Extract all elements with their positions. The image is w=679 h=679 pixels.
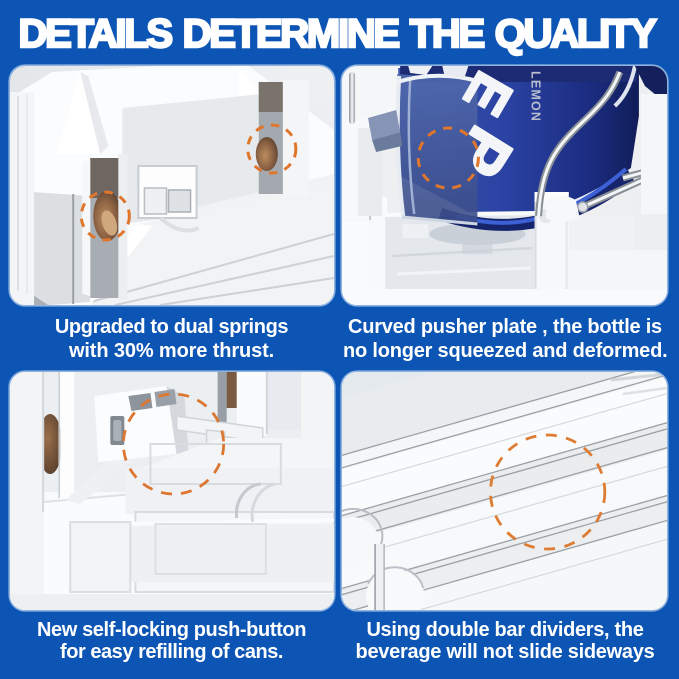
svg-text:LEMON: LEMON [529,71,543,122]
